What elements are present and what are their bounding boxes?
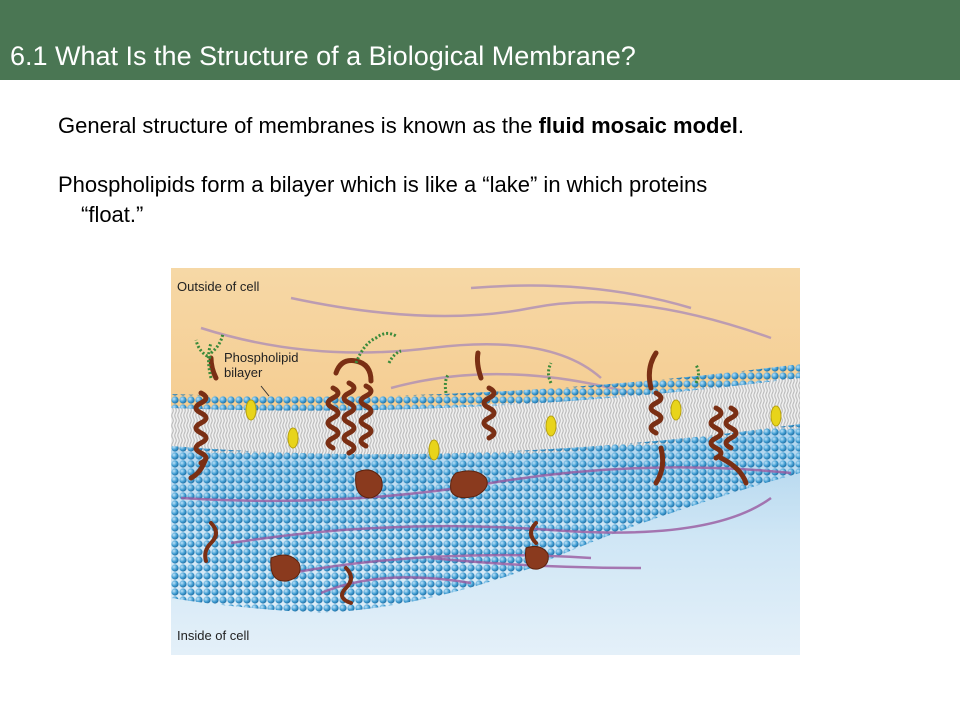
integral-proteins — [188, 350, 749, 486]
cytoskeleton-fibers — [180, 466, 792, 595]
title-bar: 6.1 What Is the Structure of a Biologica… — [0, 0, 960, 80]
lower-leaflet-heads — [171, 436, 800, 613]
fluid-mosaic-model-term: fluid mosaic model — [538, 113, 738, 138]
paragraph-2-line-2: “float.” — [81, 202, 144, 227]
cholesterol-molecules — [245, 399, 782, 461]
paragraph-fluid-mosaic: General structure of membranes is known … — [58, 111, 744, 141]
paragraph-1-period: . — [737, 113, 744, 138]
bilayer-label: bilayer — [224, 365, 263, 380]
membrane-illustration: Outside of cell Phospholipid bilayer Ins… — [171, 268, 800, 655]
peripheral-proteins — [270, 469, 549, 582]
fatty-acid-tails — [171, 376, 800, 458]
membrane-diagram — [171, 268, 800, 655]
peripheral-protein-tails — [203, 521, 538, 605]
slide-title: 6.1 What Is the Structure of a Biologica… — [10, 41, 636, 71]
inside-of-cell-label: Inside of cell — [177, 628, 250, 643]
paragraph-1-text: General structure of membranes is known … — [58, 113, 539, 138]
label-pointer — [260, 385, 270, 397]
paragraph-phospholipids: Phospholipids form a bilayer which is li… — [58, 170, 878, 230]
phospholipid-label: Phospholipid — [224, 350, 299, 365]
paragraph-2-line-1: Phospholipids form a bilayer which is li… — [58, 172, 708, 197]
lower-leaflet-edge — [171, 424, 800, 469]
glycan-chains — [194, 331, 700, 394]
outside-of-cell-label: Outside of cell — [177, 279, 260, 294]
